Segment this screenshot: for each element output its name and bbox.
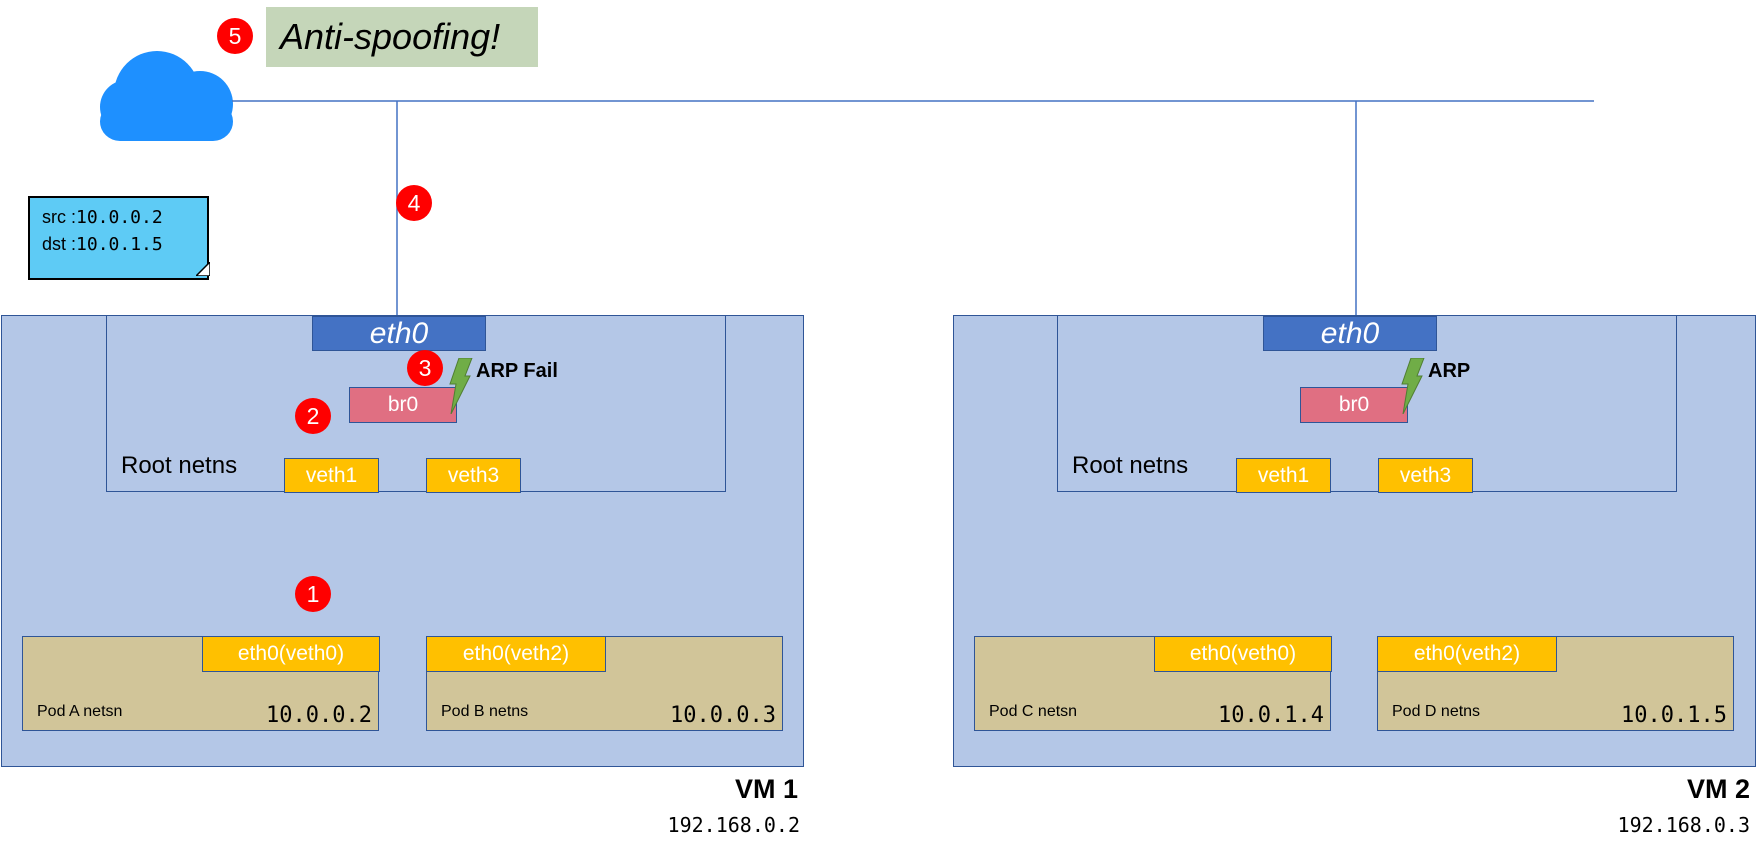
dst-value: 10.0.1.5 [76, 234, 163, 255]
vm2-arp-label: ARP [1428, 360, 1471, 382]
pod-c-ip: 10.0.1.4 [1218, 703, 1324, 728]
vm2-name: VM 2 [1686, 774, 1750, 804]
pod-a-ip: 10.0.0.2 [266, 703, 372, 728]
anti-spoofing-banner: Anti-spoofing! [266, 7, 538, 67]
step-3-badge: 3 [407, 350, 443, 386]
step-1-badge: 1 [295, 576, 331, 612]
vm2-ip: 192.168.0.3 [1617, 813, 1750, 837]
vm1-pod-a: eth0(veth0) Pod A netsn 10.0.0.2 [22, 636, 380, 731]
vm1-root-netns-label: Root netns [121, 452, 238, 479]
packet-header-note: src :10.0.0.2 dst :10.0.1.5 [28, 196, 210, 280]
note-fold-icon [196, 262, 210, 276]
lightning-icon [449, 358, 473, 414]
vm1-name: VM 1 [734, 774, 798, 804]
vm1-bridge-br0: br0 [349, 387, 457, 423]
pod-d-ip: 10.0.1.5 [1621, 703, 1727, 728]
pod-a-name: Pod A netsn [37, 703, 123, 720]
vm1-pod-b: eth0(veth2) Pod B netns 10.0.0.3 [426, 636, 783, 731]
vm2-pod-d: eth0(veth2) Pod D netns 10.0.1.5 [1377, 636, 1734, 731]
vm1-veth1: veth1 [284, 458, 379, 493]
vm2-pod-c: eth0(veth0) Pod C netsn 10.0.1.4 [974, 636, 1332, 731]
cloud-icon [100, 51, 233, 141]
src-label: src : [42, 207, 76, 227]
vm2-root-netns-label: Root netns [1072, 452, 1189, 479]
vm1-ip: 192.168.0.2 [667, 813, 800, 837]
vm1-eth0: eth0 [312, 316, 486, 351]
src-value: 10.0.0.2 [76, 207, 163, 228]
lightning-icon [1401, 358, 1425, 414]
vm2-veth3: veth3 [1378, 458, 1473, 493]
step-2-badge: 2 [295, 398, 331, 434]
dst-label: dst : [42, 234, 77, 254]
step-5-badge: 5 [217, 18, 253, 54]
vm1-arp-label: ARP Fail [476, 360, 558, 382]
pod-b-ip: 10.0.0.3 [670, 703, 776, 728]
step-4-badge: 4 [396, 185, 432, 221]
vm2-veth1: veth1 [1236, 458, 1331, 493]
pod-b-interface: eth0(veth2) [426, 636, 606, 672]
vm2-eth0: eth0 [1263, 316, 1437, 351]
vm1-root-netns [106, 315, 726, 492]
vm2-bridge-br0: br0 [1300, 387, 1408, 423]
pod-c-interface: eth0(veth0) [1154, 636, 1332, 672]
pod-b-name: Pod B netns [441, 703, 529, 720]
pod-d-name: Pod D netns [1392, 703, 1481, 720]
pod-c-name: Pod C netsn [989, 703, 1078, 720]
vm2-root-netns [1057, 315, 1677, 492]
pod-d-interface: eth0(veth2) [1377, 636, 1557, 672]
vm1-veth3: veth3 [426, 458, 521, 493]
pod-a-interface: eth0(veth0) [202, 636, 380, 672]
